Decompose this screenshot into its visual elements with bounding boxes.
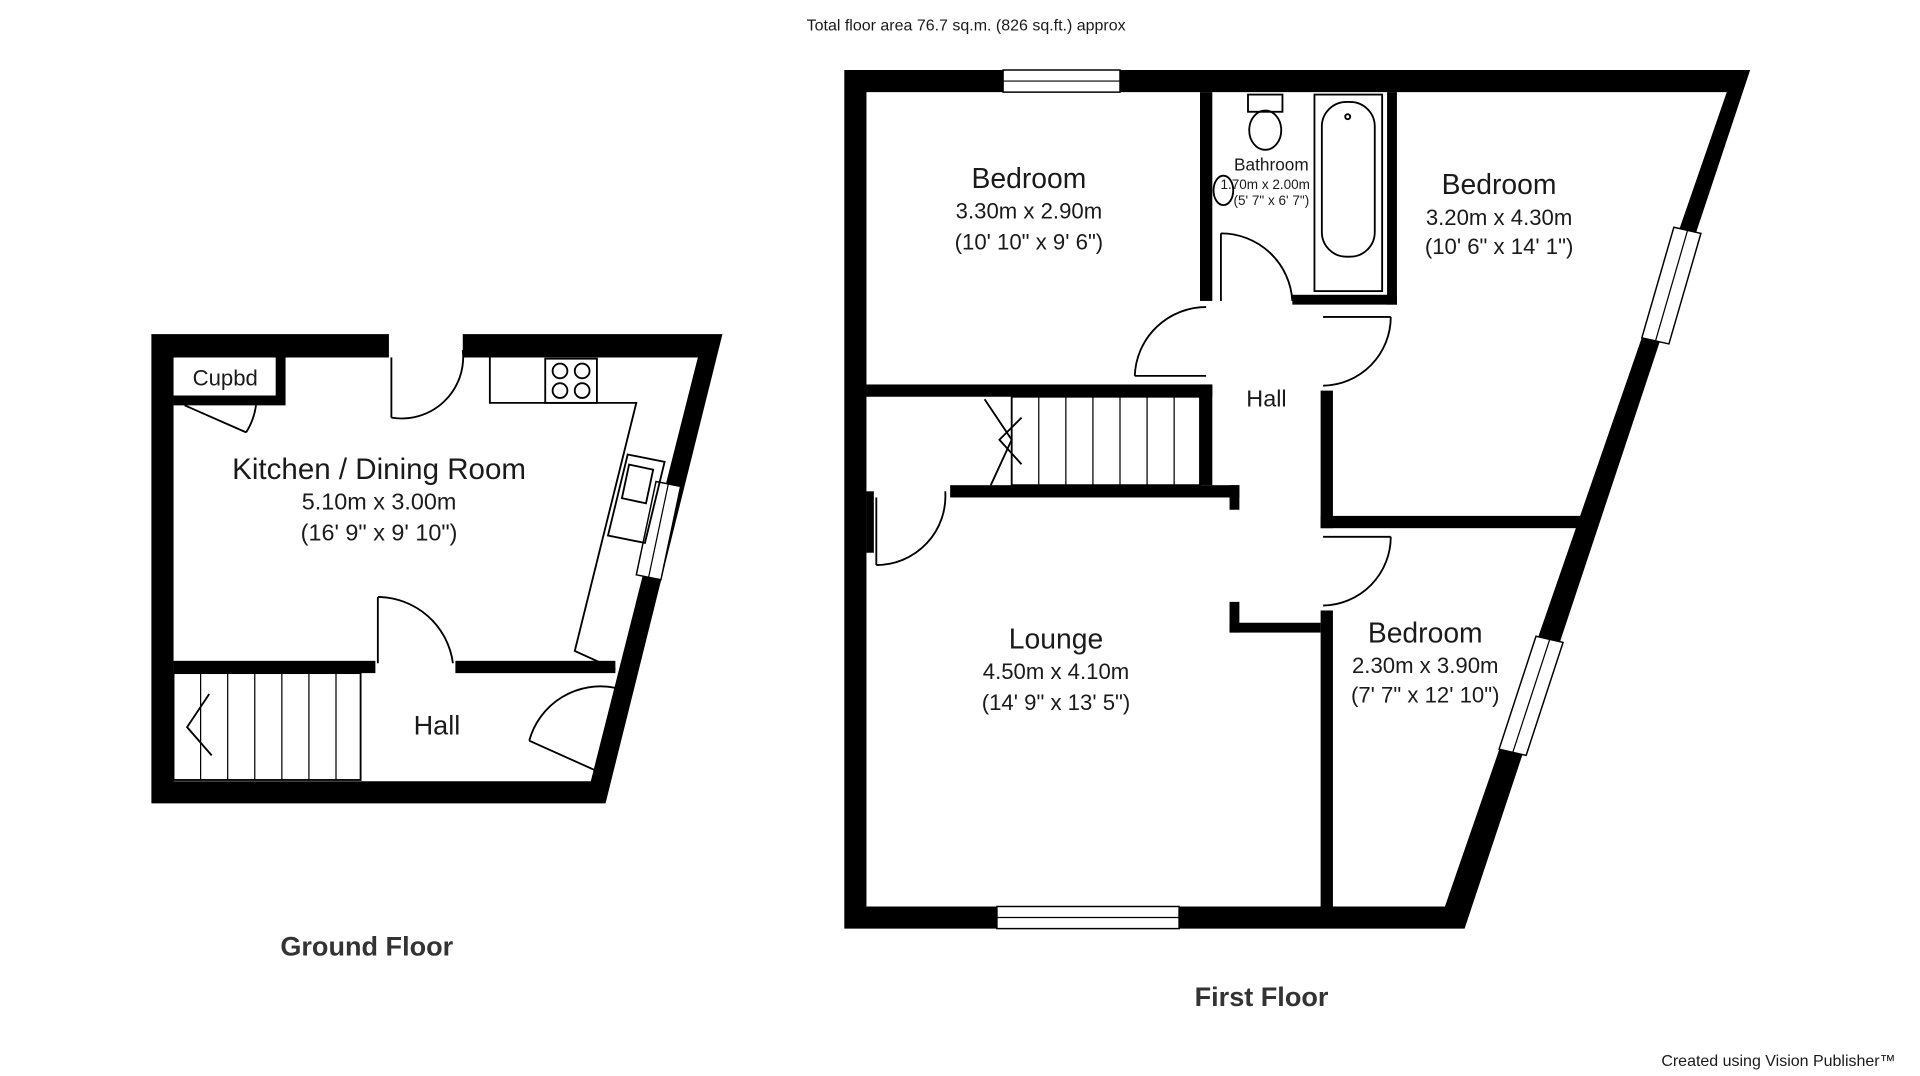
hob: [544, 357, 598, 404]
room-name: Bedroom: [1442, 168, 1557, 200]
room-name: Hall: [414, 711, 461, 741]
ground-floor-title: Ground Floor: [280, 932, 453, 962]
room-name: Kitchen / Dining Room: [232, 453, 526, 486]
room-metric: 3.30m x 2.90m: [956, 199, 1102, 224]
total-floor-area: Total floor area 76.7 sq.m. (826 sq.ft.)…: [807, 18, 1126, 35]
room-metric: 3.20m x 4.30m: [1426, 205, 1572, 230]
room-imperial: (10' 10" x 9' 6"): [955, 229, 1104, 254]
sink: [606, 453, 666, 544]
room-imperial: (7' 7" x 12' 10"): [1351, 683, 1500, 708]
room-imperial: (5' 7" x 6' 7"): [1234, 193, 1310, 208]
room-name: Hall: [1246, 386, 1286, 412]
basin: [1212, 174, 1235, 207]
room-imperial: (16' 9" x 9' 10"): [301, 519, 458, 545]
room-imperial: (10' 6" x 14' 1"): [1425, 234, 1574, 259]
ground-floor-plan: Kitchen / Dining Room 5.10m x 3.00m (16'…: [151, 331, 723, 962]
bathtub: [1313, 93, 1384, 293]
room-name: Bathroom: [1234, 155, 1309, 175]
kitchen-counter: [488, 357, 638, 671]
room-name: Lounge: [1009, 623, 1103, 655]
room-metric: 4.50m x 4.10m: [983, 659, 1129, 684]
room-metric: 2.30m x 3.90m: [1352, 653, 1498, 678]
first-stairs: [983, 395, 1201, 487]
room-imperial: (14' 9" x 13' 5"): [982, 690, 1131, 715]
room-metric: 1.70m x 2.00m: [1220, 177, 1309, 192]
first-floor-plan: Bedroom 3.30m x 2.90m (10' 10" x 9' 6") …: [844, 69, 1751, 1012]
toilet: [1247, 93, 1284, 113]
credit-text: Created using Vision Publisher™: [1661, 1053, 1895, 1070]
room-metric: 5.10m x 3.00m: [302, 489, 457, 515]
cupboard-wall: [173, 357, 286, 406]
room-name: Bedroom: [972, 162, 1087, 194]
room-name: Bedroom: [1368, 616, 1483, 648]
ground-stairs: [172, 672, 362, 781]
first-floor-title: First Floor: [1195, 982, 1329, 1012]
ground-door-opening: [388, 331, 463, 360]
room-name: Cupbd: [193, 366, 258, 391]
